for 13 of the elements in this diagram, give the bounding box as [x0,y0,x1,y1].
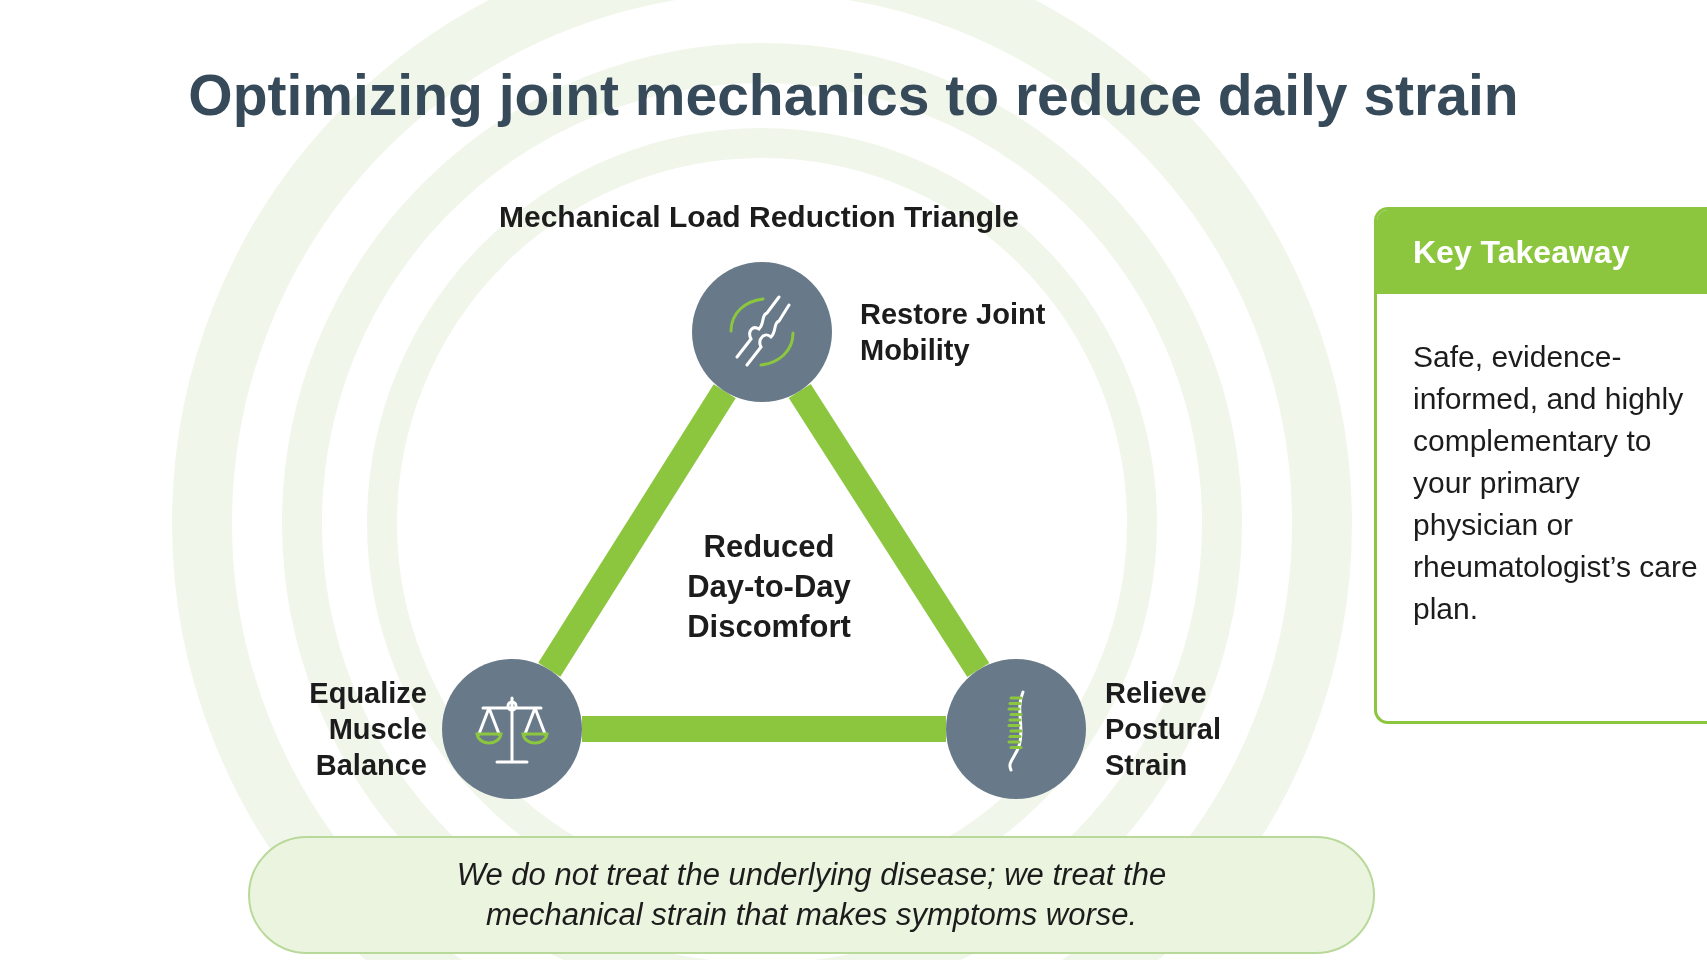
center-label: Reduced Day-to-Day Discomfort [686,528,852,646]
subtitle: Mechanical Load Reduction Triangle [497,200,1021,234]
node-label: Relieve Postural Strain [1105,676,1223,783]
node-label: Restore Joint Mobility [860,297,1047,368]
takeaway-card [1374,207,1707,724]
note-text: We do not treat the underlying disease; we treat the mechanical strain that makes symptoms worse. [455,856,1168,934]
title: Optimizing joint mechanics to reduce daily strain [187,62,1520,128]
node-label: Equalize Muscle Balance [308,676,427,783]
connector-bar [538,384,736,677]
card-body-text: Safe, evidence-informed, and highly complementary to your primary physician or rheumatologist’s care plan. [1413,339,1699,627]
connector-bar [582,716,946,742]
connector-bar [788,384,990,677]
card-header: Key Takeaway [1377,210,1707,294]
